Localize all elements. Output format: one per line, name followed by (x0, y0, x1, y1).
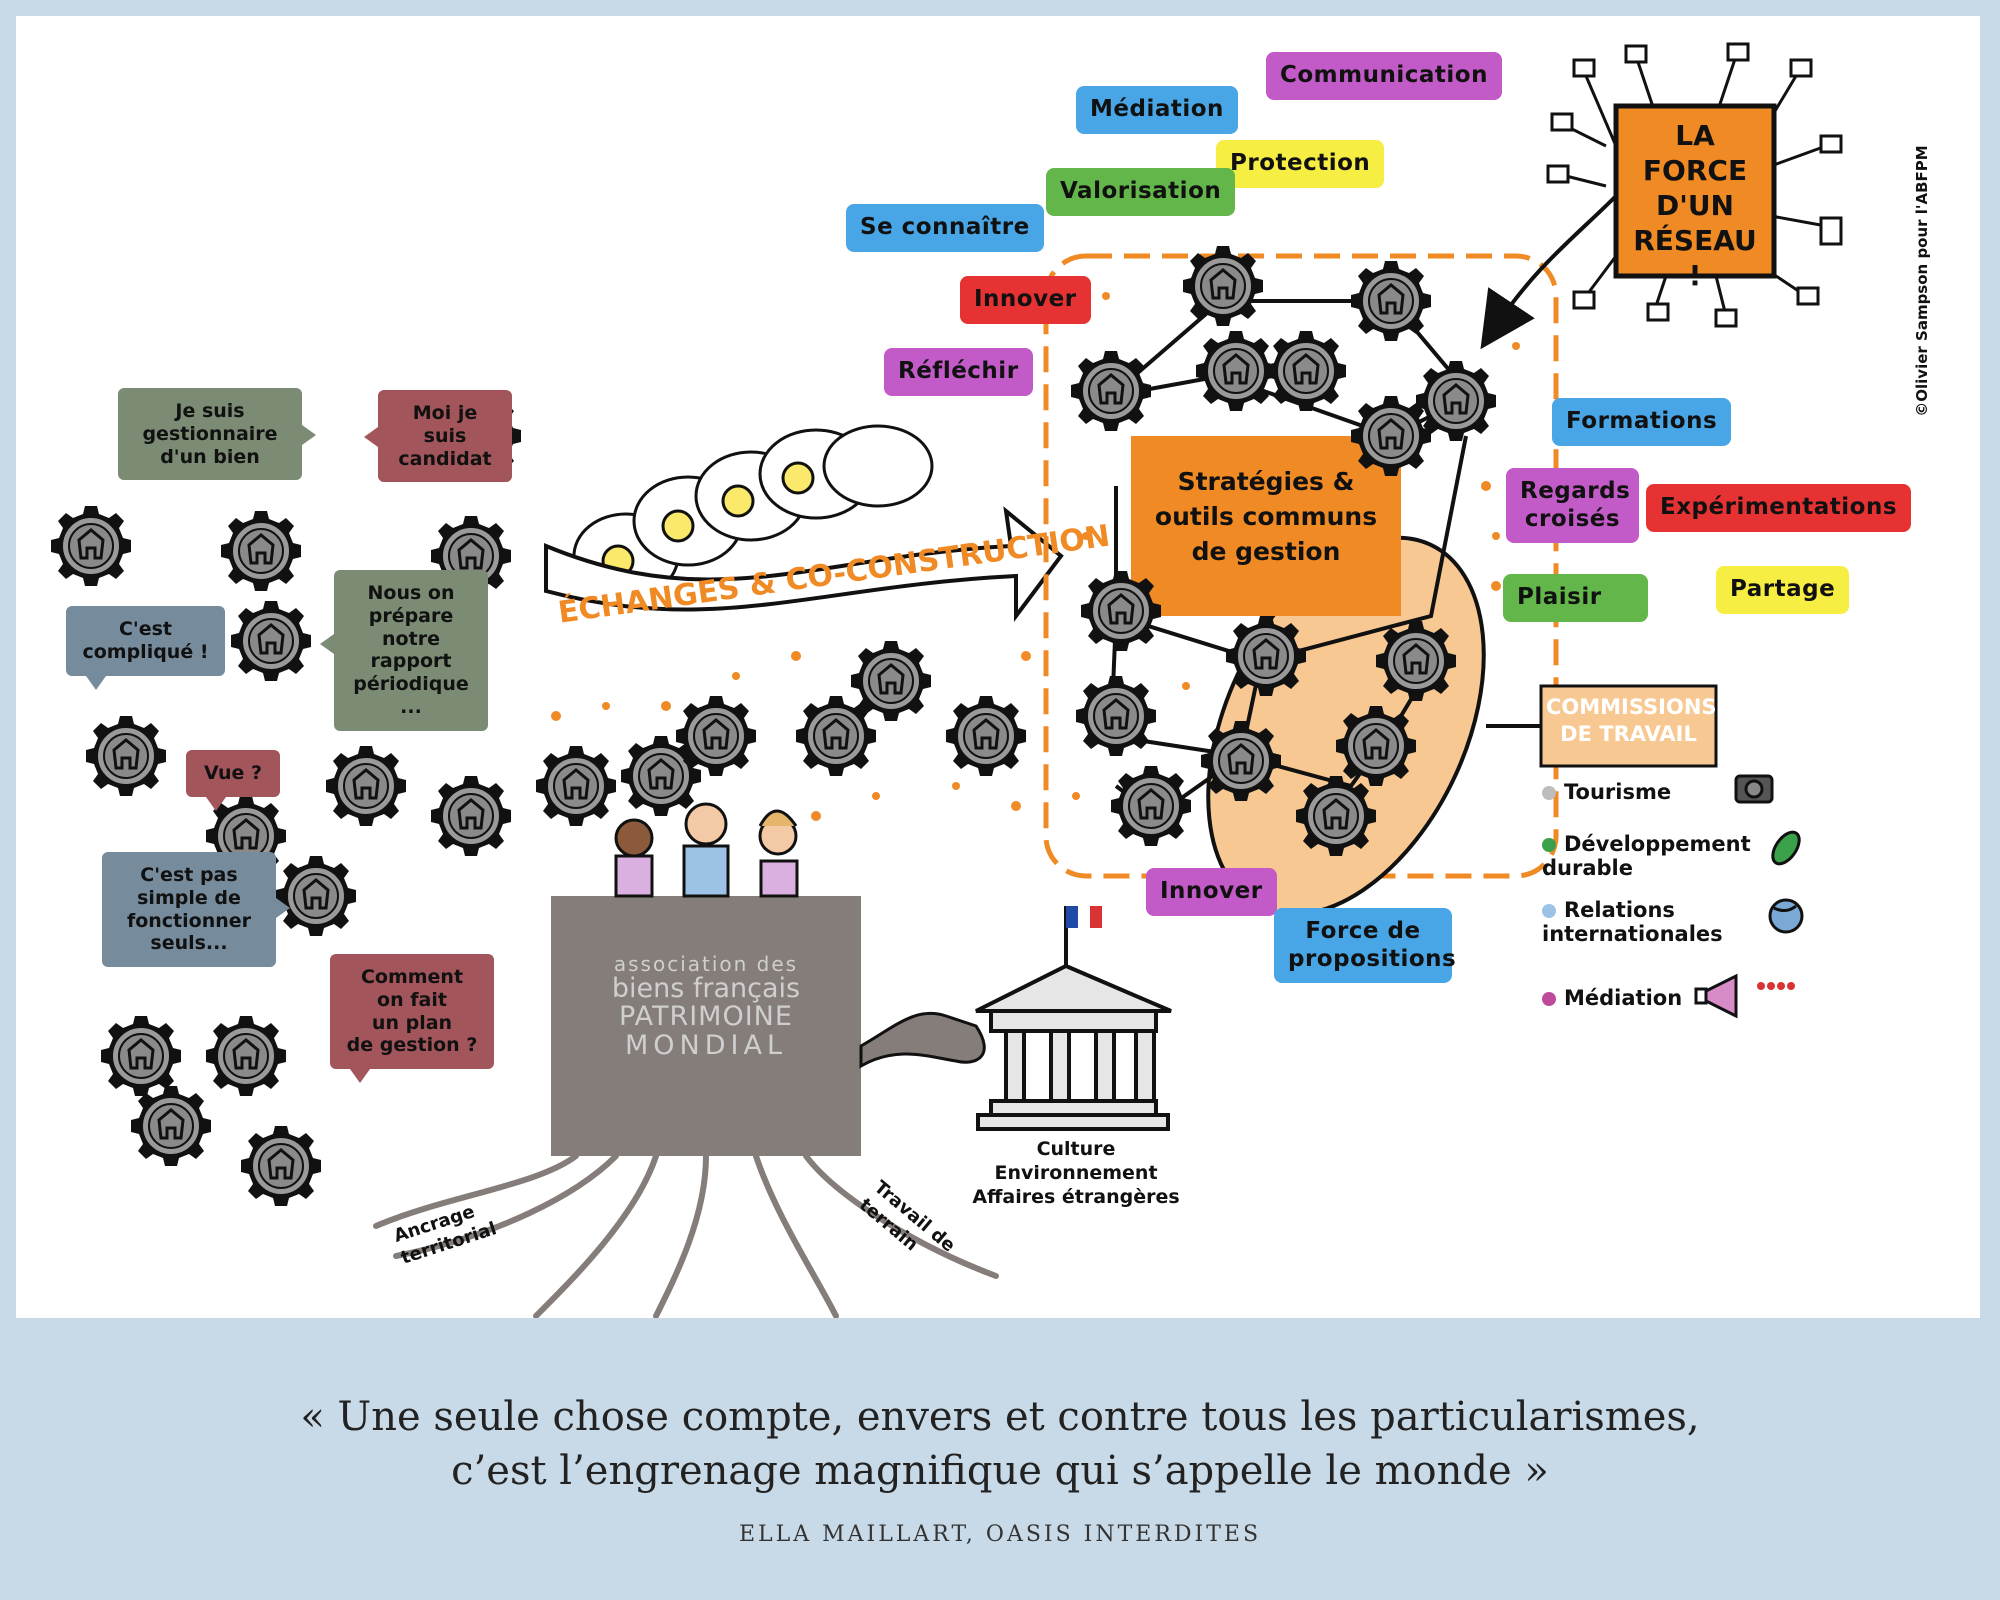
tag-partage: Partage (1716, 566, 1850, 614)
bubble-complique: C'est compliqué ! (66, 606, 225, 690)
commission-label: Médiation (1564, 986, 1683, 1010)
bubble-text: Comment on fait un plan de gestion ? (346, 966, 478, 1057)
camera-icon (1734, 774, 1774, 804)
reseau-arrow (1480, 194, 1618, 350)
tag-regards-croises: Regards croisés (1506, 468, 1639, 544)
confetti-dots (551, 292, 1520, 821)
megaphone-icon (1694, 973, 1738, 1019)
dot-icon (1542, 904, 1556, 918)
strategies-box (1131, 436, 1401, 616)
association-line3: PATRIMOINE (619, 1001, 793, 1033)
quote-line-1: « Une seule chose compte, envers et cont… (300, 1394, 1700, 1440)
strategies-label: Stratégies & outils communs de gestion (1154, 467, 1378, 566)
commission-item-mediation: Médiation (1542, 986, 1682, 1010)
bubble-simple: C'est pas simple de fonctionner seuls... (102, 852, 290, 968)
exchange-arrow-shape (544, 506, 1064, 622)
crowd-icon (1757, 982, 1795, 990)
dot-icon (1542, 992, 1556, 1006)
tag-protection: Protection (1216, 140, 1385, 188)
leaf-icon (1771, 830, 1801, 866)
tag-valorisation: Valorisation (1046, 168, 1236, 216)
bubble-candidat: Moi je suis candidat (364, 390, 512, 483)
people (614, 802, 799, 898)
ministry-building (975, 906, 1172, 1131)
association-line2: biens français (611, 973, 801, 1004)
tag-plaisir: Plaisir (1503, 574, 1648, 622)
ministries-label: Culture Environnement Affaires étrangère… (972, 1138, 1180, 1208)
tag-force-propositions: Force de propositions (1274, 908, 1456, 984)
bubble-text: C'est pas simple de fonctionner seuls... (126, 864, 252, 955)
quote: « Une seule chose compte, envers et cont… (0, 1390, 2000, 1498)
bubble-text: C'est compliqué ! (82, 618, 209, 663)
association-box (551, 896, 861, 1156)
tag-communication: Communication (1266, 52, 1502, 100)
tag-mediation: Médiation (1076, 86, 1238, 134)
tag-se-connaitre: Se connaître (846, 204, 1044, 252)
illustration-drawing (49, 42, 1843, 1318)
commission-item-developpement: Développement durable (1542, 832, 1752, 880)
commission-label: Relations internationales (1542, 898, 1723, 947)
reseau-box (1613, 103, 1777, 279)
bubble-vue: Vue ? (186, 750, 280, 811)
commissions-title: Commissions de travail (1546, 695, 1717, 747)
tag-innover-top: Innover (960, 276, 1091, 324)
tag-innover-bottom: Innover (1146, 868, 1277, 916)
illustration-canvas: Communication Médiation Protection Valor… (16, 16, 1980, 1318)
globe-icon (1768, 898, 1804, 934)
association-logo-text: association des biens français PATRIMOIN… (561, 954, 851, 1060)
bubble-text: Nous on prépare notre rapport périodique… (353, 582, 469, 718)
commission-icons (1694, 774, 1804, 1019)
commissions-box (1539, 684, 1718, 768)
dot-icon (1542, 838, 1556, 852)
quote-line-2: c’est l’engrenage magnifique qui s’appel… (451, 1448, 1549, 1494)
bubble-plan: Comment on fait un plan de gestion ? (330, 954, 494, 1084)
idea-bubbles (572, 424, 934, 600)
bubble-gestionnaire: Je suis gestionnaire d'un bien (118, 388, 316, 481)
commission-item-relations: Relations internationales (1542, 898, 1772, 946)
association-line1: association des (613, 952, 799, 976)
commission-item-tourisme: Tourisme (1542, 780, 1671, 804)
roots (373, 1153, 999, 1318)
reseau-label: La force d'un réseau ! (1633, 119, 1757, 292)
tag-experimentations: Expérimentations (1646, 484, 1912, 532)
bubble-rapport: Nous on prépare notre rapport périodique… (320, 570, 488, 731)
bubble-text: Je suis gestionnaire d'un bien (142, 400, 278, 468)
commission-label: Tourisme (1564, 780, 1672, 804)
bubble-text: Vue ? (203, 762, 263, 784)
tag-formations: Formations (1552, 398, 1732, 446)
handshake-arms (859, 1011, 986, 1069)
dot-icon (1542, 786, 1556, 800)
bubble-text: Moi je suis candidat (398, 402, 492, 470)
tag-reflechir: Réfléchir (884, 348, 1033, 396)
illustrator-credit: ©Olivier Sampson pour l'ABFPM (1913, 145, 1931, 417)
association-line4: MONDIAL (624, 1029, 787, 1061)
quote-attribution: ELLA MAILLART, OASIS INTERDITES (738, 1522, 1262, 1547)
commission-label: Développement durable (1542, 832, 1751, 881)
